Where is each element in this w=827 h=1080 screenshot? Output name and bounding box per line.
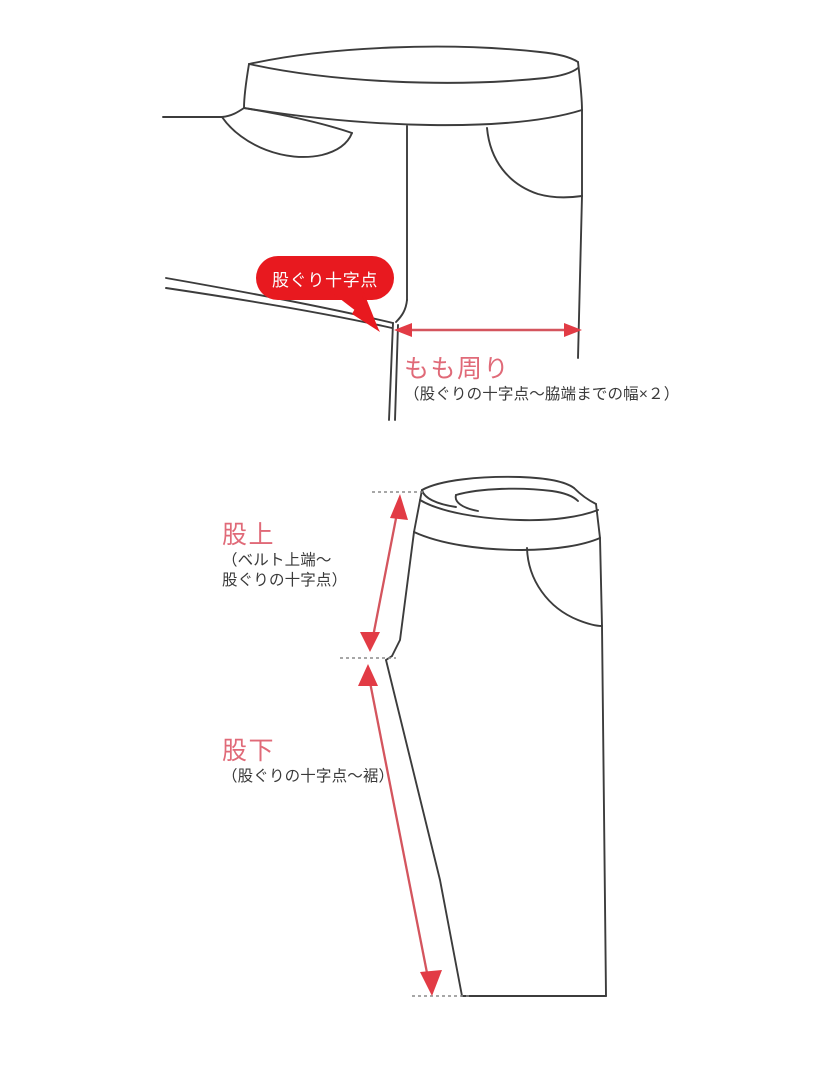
thigh-measurement-title: もも周り <box>404 355 511 383</box>
inseam-measurement-label: 股下 （股ぐりの十字点～裾） <box>222 736 394 787</box>
pants-side-view-drawing <box>340 475 607 997</box>
inseam-measurement-subtitle: （股ぐりの十字点～裾） <box>222 768 395 786</box>
rise-measurement-subtitle-line2: 股ぐりの十字点） <box>222 571 348 589</box>
right-pocket-curve <box>486 127 583 199</box>
waistband-front-top-seam <box>419 499 599 522</box>
waistband-right-side <box>595 503 601 539</box>
rise-measure-arrow <box>360 494 408 652</box>
thigh-measure-arrow <box>394 323 582 337</box>
thigh-arrow-head-left <box>394 323 412 337</box>
figure-rise-measurement: 股上 （ベルト上端～ 股ぐりの十字点） 股下 （股ぐりの十字点～裾） <box>0 460 827 1080</box>
waistband-top-edge <box>248 45 579 65</box>
left-shoulder-curve <box>221 107 245 118</box>
waistband-top-right-curve <box>573 487 597 505</box>
waistband-left-side <box>413 489 423 533</box>
right-side-seam-long <box>599 537 607 997</box>
waistband-inner-curve <box>248 63 579 84</box>
rise-measurement-subtitle-line1: （ベルト上端～ <box>222 552 332 570</box>
inseam-line-inner <box>394 324 399 421</box>
inseam-measure-arrow <box>358 664 442 996</box>
thigh-measurement-label: もも周り （股ぐりの十字点～脇端までの幅×２） <box>404 354 679 405</box>
left-hip-line <box>391 531 415 657</box>
waistband-inner-left <box>454 494 479 512</box>
side-pocket-curve <box>526 547 603 627</box>
right-side-seam <box>577 195 583 359</box>
waistband-top-back <box>421 475 575 491</box>
inseam-measurement-title: 股下 <box>222 737 276 765</box>
inseam-to-hem <box>385 659 463 997</box>
pants-outline-side <box>385 475 607 997</box>
rise-arrow-head-down <box>360 632 380 652</box>
rise-arrow-head-up <box>390 494 408 520</box>
waistband-left-edge <box>243 63 250 109</box>
inseam-arrow-head-up <box>358 664 378 686</box>
waistband-right-edge <box>577 61 583 111</box>
rise-measurement-title: 股上 <box>222 521 276 549</box>
inseam-line-outer <box>388 322 394 421</box>
pants-top-view-drawing <box>162 45 583 421</box>
inseam-arrow-shaft <box>366 671 430 979</box>
figure-thigh-measurement: 股ぐり十字点 もも周り （股ぐりの十字点～脇端までの幅×２） <box>0 0 827 470</box>
left-pocket-top-line <box>243 107 353 134</box>
centre-front-curve <box>395 299 408 323</box>
waistband-bottom-seam <box>413 531 601 551</box>
waistband-bottom-seam <box>243 107 583 127</box>
crotch-point-badge-label: 股ぐり十字点 <box>272 270 379 290</box>
thigh-arrow-head-right <box>564 323 582 337</box>
thigh-measurement-subtitle: （股ぐりの十字点～脇端までの幅×２） <box>404 386 680 404</box>
inseam-arrow-head-down <box>420 970 442 996</box>
rise-arrow-shaft <box>370 507 400 643</box>
crotch-point-badge[interactable]: 股ぐり十字点 <box>256 256 395 300</box>
rise-measurement-label: 股上 （ベルト上端～ 股ぐりの十字点） <box>222 520 347 590</box>
waistband-inner-top <box>455 487 579 502</box>
left-pocket-curve <box>221 116 353 158</box>
